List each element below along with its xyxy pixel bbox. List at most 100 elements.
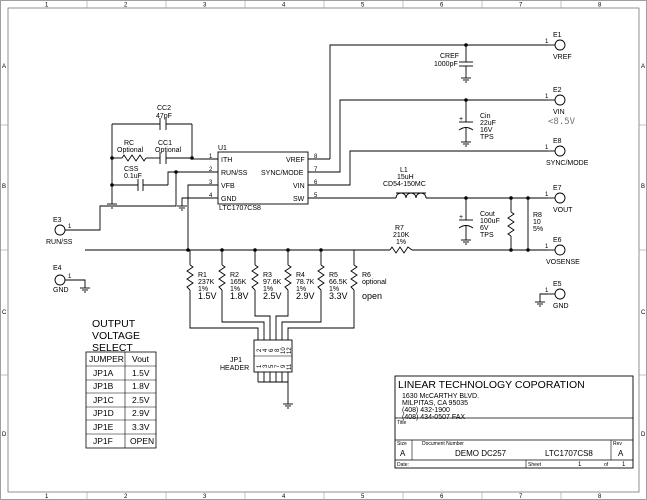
e8-pin: 1 bbox=[545, 145, 549, 151]
table-head-vout: Vout bbox=[132, 354, 150, 364]
r2-v1: 165K bbox=[230, 279, 247, 286]
r3-ref: R3 bbox=[263, 272, 272, 279]
ic-pin-num-4: 4 bbox=[209, 193, 213, 199]
tb-addr2: MILPITAS, CA 95035 bbox=[402, 400, 468, 407]
ic-pin-num-3: 3 bbox=[209, 180, 213, 186]
border-col-1-bottom: 1 bbox=[45, 494, 49, 500]
border-row-a-left: A bbox=[2, 64, 6, 70]
ic-pin-runss: RUN/SS bbox=[221, 170, 248, 177]
table-title-line3: SELECT bbox=[92, 342, 133, 354]
r8-ref: R8 bbox=[533, 212, 542, 219]
border-row-d-left: D bbox=[2, 432, 7, 438]
tb-sheet-label: Sheet bbox=[528, 462, 542, 468]
wires bbox=[66, 44, 548, 404]
ic-pin-num-8: 8 bbox=[314, 154, 318, 160]
r8-v2: 5% bbox=[533, 226, 543, 233]
e2-pin: 1 bbox=[545, 94, 549, 100]
r1-v2: 1% bbox=[198, 286, 208, 293]
header-bottom-pin-7: 7 bbox=[275, 364, 281, 368]
cref-value: 1000pF bbox=[434, 61, 458, 68]
r4-v1: 78.7K bbox=[296, 279, 315, 286]
border-col-5-bottom: 5 bbox=[361, 494, 365, 500]
rc-value: Optional bbox=[117, 147, 144, 154]
r8-v1: 10 bbox=[533, 219, 541, 226]
ic-pin-num-6: 6 bbox=[314, 180, 318, 186]
ground-comp bbox=[107, 203, 117, 209]
ground-cout bbox=[461, 239, 471, 245]
r5-ref: R5 bbox=[329, 272, 338, 279]
table-title-line1: OUTPUT bbox=[92, 318, 136, 330]
border-col-7-top: 7 bbox=[519, 3, 523, 9]
cout-plus: + bbox=[459, 214, 463, 221]
e6-name: VOSENSE bbox=[546, 259, 580, 266]
tb-size-label: Size bbox=[397, 441, 407, 447]
header-ref: JP1 bbox=[230, 357, 242, 364]
border-row-a-right: A bbox=[641, 64, 645, 70]
e8-name: SYNC/MODE bbox=[546, 160, 589, 167]
ground-cin bbox=[461, 141, 471, 147]
tb-fax: (408) 434-0507 FAX bbox=[402, 414, 465, 421]
r3-v2: 1% bbox=[263, 286, 273, 293]
header-top-pin-2: 2 bbox=[257, 348, 263, 352]
cin-ref: Cin bbox=[480, 113, 491, 120]
ic-pin-num-1: 1 bbox=[209, 154, 213, 160]
r1-ref: R1 bbox=[198, 272, 207, 279]
border-col-6-bottom: 6 bbox=[440, 494, 444, 500]
ic-pin-vin: VIN bbox=[293, 183, 305, 190]
border-col-4-top: 4 bbox=[282, 3, 286, 9]
tb-part: LTC1707CS8 bbox=[545, 449, 593, 458]
junctions bbox=[110, 43, 530, 252]
table-row-5-vout: 3.3V bbox=[132, 422, 150, 432]
ic-ref: U1 bbox=[218, 145, 227, 152]
border-col-1-top: 1 bbox=[45, 3, 49, 9]
cout-v2: 6V bbox=[480, 225, 489, 232]
table-row-4-jumper: JP1D bbox=[93, 408, 114, 418]
ground-cref bbox=[461, 77, 471, 83]
table-row-2-jumper: JP1B bbox=[93, 381, 114, 391]
resistor-shapes bbox=[121, 154, 515, 291]
r4-ref: R4 bbox=[296, 272, 305, 279]
l1-v2: CD54-150MC bbox=[383, 181, 426, 188]
border-col-3-bottom: 3 bbox=[203, 494, 207, 500]
divider-labels: R1 237K 1% R2 165K 1% R3 97.6K 1% R4 78.… bbox=[198, 272, 387, 301]
tb-rev: A bbox=[618, 449, 624, 458]
ic-pin-ith: ITH bbox=[221, 157, 232, 164]
tb-company: LINEAR TECHNOLOGY COPORATION bbox=[398, 379, 585, 391]
ic-u1: U1 LTC1707CS8 ITH RUN/SS VFB GND VREF SY… bbox=[209, 145, 318, 212]
e3-id: E3 bbox=[53, 217, 62, 224]
ic-pin-vfb: VFB bbox=[221, 183, 235, 190]
ground-e5 bbox=[535, 301, 545, 307]
border-col-3-top: 3 bbox=[203, 3, 207, 9]
table-row-6-jumper: JP1F bbox=[93, 436, 113, 446]
r2-vout: 1.8V bbox=[230, 291, 249, 301]
table-row-1-jumper: JP1A bbox=[93, 368, 114, 378]
l1-v1: 15uH bbox=[397, 174, 414, 181]
tb-of: 1 bbox=[622, 462, 626, 468]
header-name: HEADER bbox=[220, 365, 249, 372]
table-row-5-jumper: JP1E bbox=[93, 422, 114, 432]
ic-part: LTC1707CS8 bbox=[219, 205, 261, 212]
border-row-b-right: B bbox=[641, 184, 645, 190]
border-row-b-left: B bbox=[2, 184, 6, 190]
r5-v2: 1% bbox=[329, 286, 339, 293]
table-row-3-jumper: JP1C bbox=[93, 395, 114, 405]
r2-ref: R2 bbox=[230, 272, 239, 279]
border-col-8-top: 8 bbox=[598, 3, 602, 9]
header-bottom-pin-3: 3 bbox=[263, 364, 269, 368]
r6-v1: optional bbox=[362, 279, 387, 286]
e7-name: VOUT bbox=[553, 207, 573, 214]
tb-docnum-label: Document Number bbox=[422, 441, 464, 447]
e5-pin: 1 bbox=[545, 288, 549, 294]
cref-ref: CREF bbox=[440, 53, 459, 60]
cin-v3: TPS bbox=[480, 134, 494, 141]
header-top-pin-8: 8 bbox=[275, 348, 281, 352]
ic-pin-num-2: 2 bbox=[209, 167, 213, 173]
e3-pin: 1 bbox=[68, 224, 72, 230]
e4-pin: 1 bbox=[68, 274, 72, 280]
table-title-line2: VOLTAGE bbox=[92, 330, 140, 342]
border-col-5-top: 5 bbox=[361, 3, 365, 9]
header-bottom-pin-1: 1 bbox=[257, 364, 263, 368]
header-top-pin-4: 4 bbox=[263, 348, 269, 352]
e6-id: E6 bbox=[553, 237, 562, 244]
